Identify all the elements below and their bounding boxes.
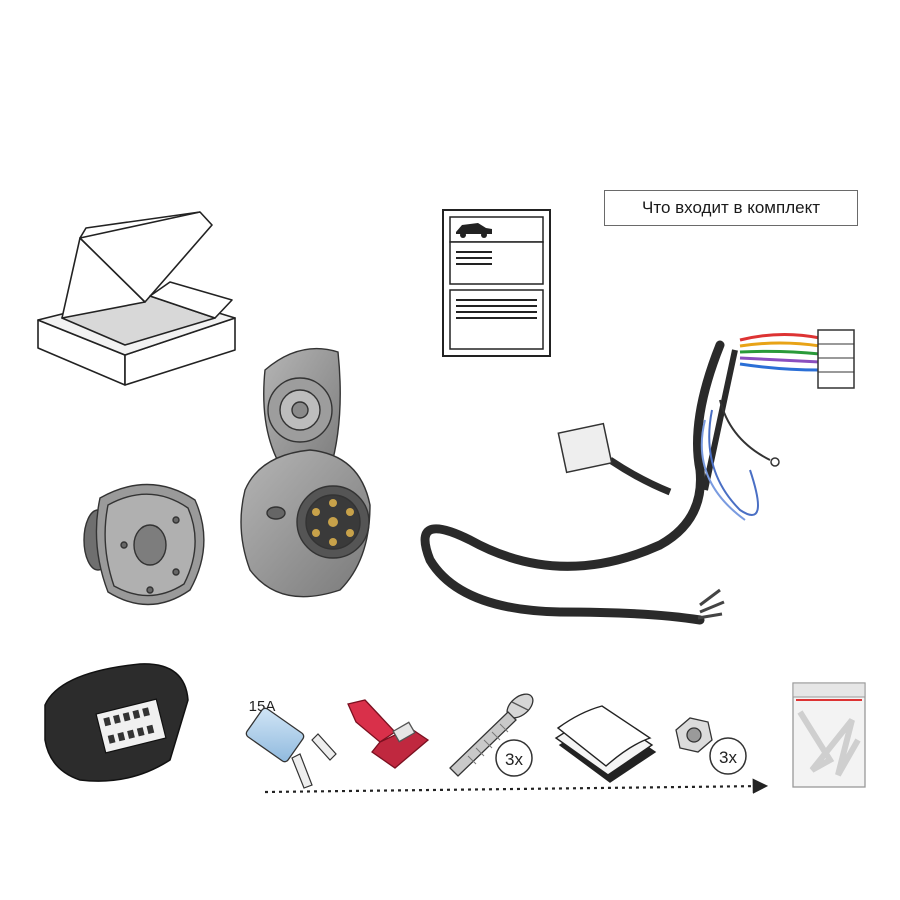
kit-contents-title: Что входит в комплект	[604, 190, 858, 226]
box-icon	[37, 211, 236, 386]
trailer-socket-icon	[240, 347, 371, 598]
wiring-harness-icon	[420, 329, 855, 625]
stickers-icon	[554, 705, 657, 783]
screws-quantity-badge: 3x	[495, 739, 533, 777]
socket-gasket-icon	[83, 483, 205, 606]
nuts-quantity-badge: 3x	[709, 737, 747, 775]
into-bag-arrow	[264, 778, 769, 794]
control-module-icon	[44, 663, 189, 782]
svg-text:3x: 3x	[505, 750, 523, 769]
fuse-icon: 15A	[245, 698, 337, 789]
splice-connector-icon	[347, 699, 430, 769]
instruction-manual-icon	[442, 209, 551, 357]
plastic-bag-icon	[792, 682, 866, 788]
svg-text:3x: 3x	[719, 748, 737, 767]
nut-icon	[675, 717, 713, 753]
screw-icon	[449, 693, 534, 777]
